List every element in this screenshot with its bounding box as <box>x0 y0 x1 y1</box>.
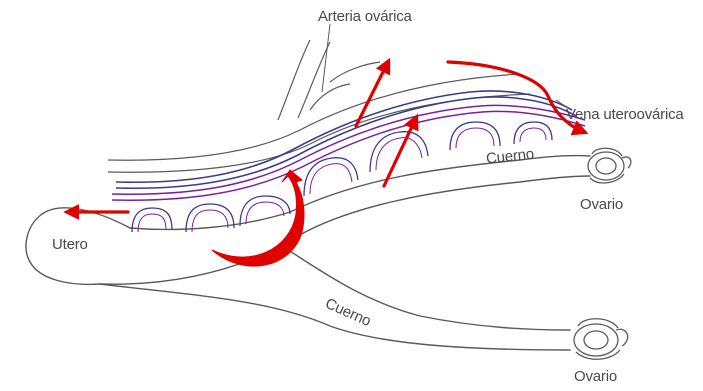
label-utero: Utero <box>52 236 88 253</box>
label-ovario-upper: Ovario <box>580 196 623 213</box>
uterus-outline <box>26 156 590 350</box>
label-arteria-ovarica: Arteria ovárica <box>318 8 412 25</box>
arrow-to-vein <box>448 62 584 132</box>
arrow-artery-up <box>356 62 388 126</box>
mesentery-band <box>108 40 530 172</box>
upper-ovary-drawing <box>588 148 631 183</box>
label-ovario-lower: Ovario <box>574 368 617 385</box>
flow-arrows <box>68 62 584 212</box>
label-vena-uteroovarica: Vena uteroovárica <box>566 106 684 123</box>
lower-ovary-drawing <box>574 319 628 360</box>
vessel-loops <box>132 122 552 232</box>
